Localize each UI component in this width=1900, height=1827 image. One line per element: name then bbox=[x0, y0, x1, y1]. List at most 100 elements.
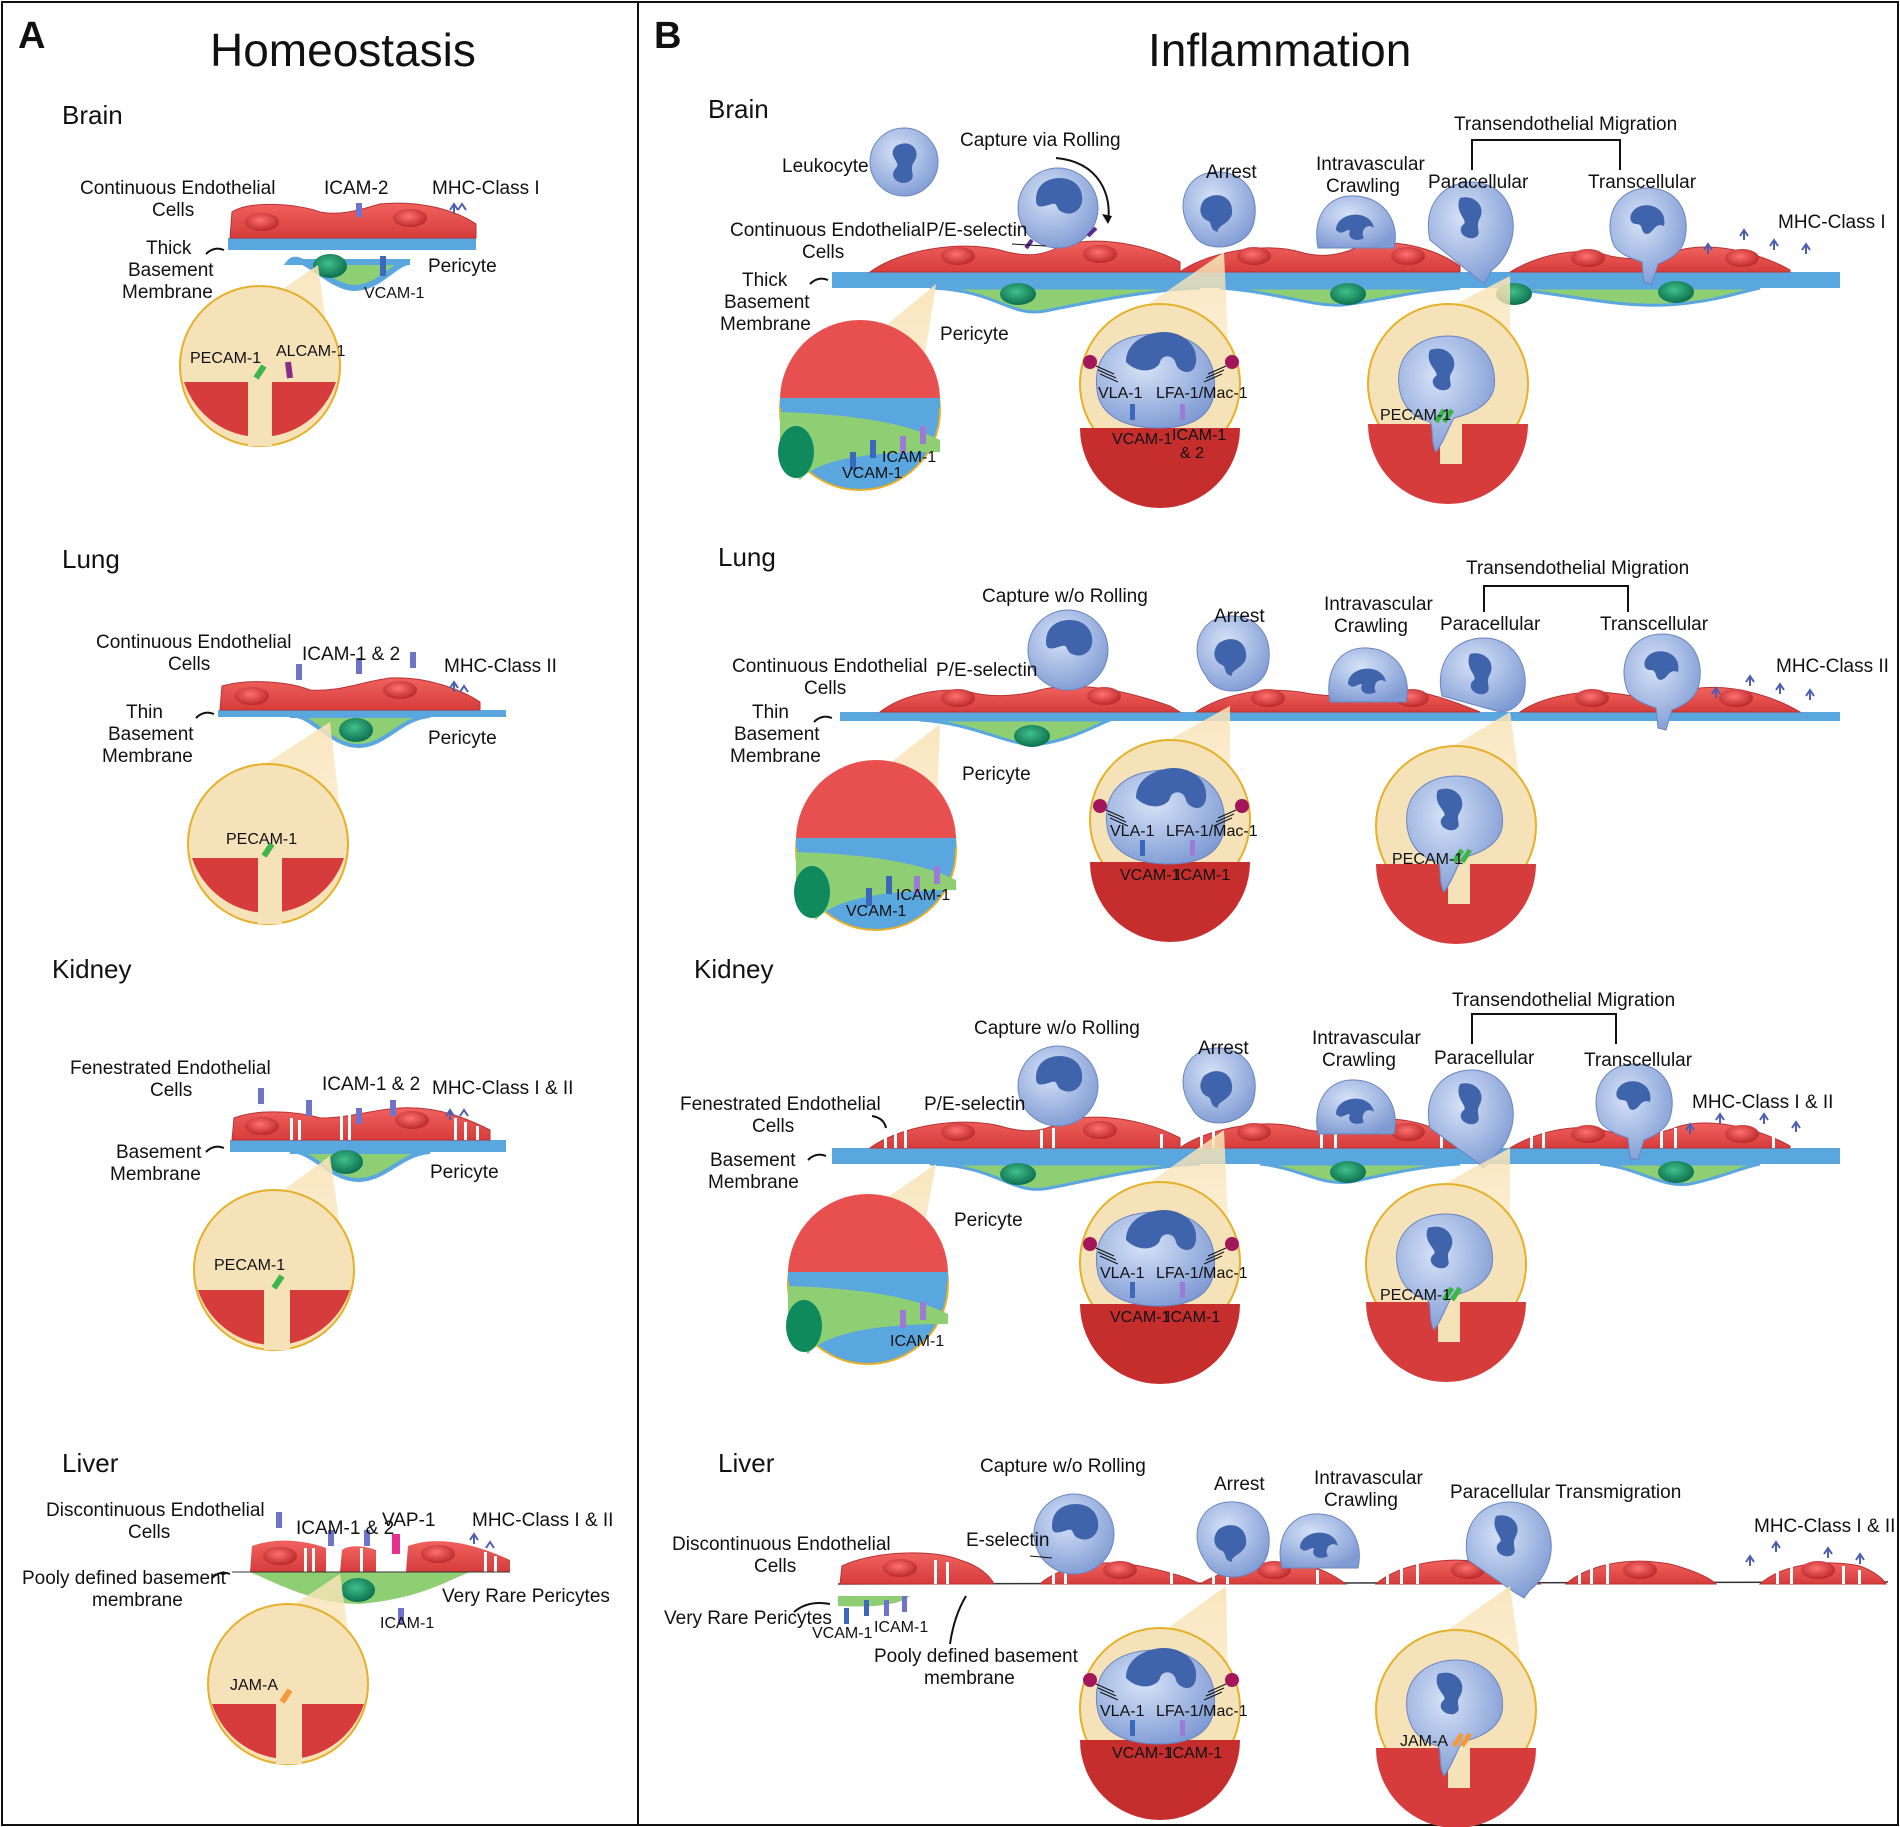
a-lung-membrane-2: Basement bbox=[108, 724, 194, 745]
b-brain-leukocyte-label: Leukocyte bbox=[782, 156, 869, 177]
b-lung-cells-1: Continuous Endothelial bbox=[732, 656, 927, 677]
b-lung-zoom-lfa: LFA-1/Mac-1 bbox=[1166, 823, 1258, 840]
b-kidney-vessel bbox=[832, 1013, 1840, 1191]
b-lung-vessel bbox=[840, 585, 1840, 747]
b-brain-zoom-right bbox=[1367, 303, 1529, 504]
b-kidney-zoom-vcam: VCAM-1 bbox=[1110, 1309, 1171, 1326]
a-liver-zoom bbox=[207, 1603, 369, 1765]
b-brain-selectin: P/E-selectin bbox=[926, 220, 1027, 241]
b-kidney-zoom-left-icam: ICAM-1 bbox=[890, 1333, 944, 1350]
a-liver-membrane-2: membrane bbox=[92, 1590, 183, 1611]
b-lung-leukocyte-arrest bbox=[1196, 615, 1270, 692]
b-lung-migration: Transendothelial Migration bbox=[1466, 558, 1689, 579]
b-liver-zoom-lfa: LFA-1/Mac-1 bbox=[1156, 1703, 1248, 1720]
b-lung-pericyte: Pericyte bbox=[962, 764, 1031, 785]
a-liver-mhc: MHC-Class I & II bbox=[472, 1510, 613, 1531]
b-liver-step-crawl-2: Crawling bbox=[1324, 1490, 1398, 1511]
b-kidney-mhc: MHC-Class I & II bbox=[1692, 1092, 1833, 1113]
b-heading-kidney: Kidney bbox=[694, 954, 774, 984]
b-kidney-step-trans: Transcellular bbox=[1584, 1050, 1693, 1071]
a-brain-cells-2: Cells bbox=[152, 200, 194, 221]
b-brain-zoom-left-vcam: VCAM-1 bbox=[842, 465, 903, 482]
b-liver-step-arrest: Arrest bbox=[1214, 1474, 1265, 1495]
a-brain-cells-1: Continuous Endothelial bbox=[80, 178, 275, 199]
b-liver-zoom-vcam: VCAM-1 bbox=[1112, 1745, 1173, 1762]
panel-a-title: Homeostasis bbox=[210, 24, 476, 76]
a-kidney-mhc: MHC-Class I & II bbox=[432, 1078, 573, 1099]
b-kidney-leukocyte-crawl bbox=[1316, 1079, 1396, 1135]
b-kidney-pericyte: Pericyte bbox=[954, 1210, 1023, 1231]
b-brain-zoom-icam: ICAM-1 bbox=[1172, 427, 1226, 444]
b-lung-step-crawl-1: Intravascular bbox=[1324, 594, 1433, 615]
b-brain-step-capture: Capture via Rolling bbox=[960, 130, 1121, 151]
b-liver-leukocyte-para bbox=[1465, 1501, 1552, 1599]
a-lung-zoom-pecam: PECAM-1 bbox=[226, 831, 297, 848]
a-brain-mhc: MHC-Class I bbox=[432, 178, 540, 199]
b-lung-membrane-3: Membrane bbox=[730, 746, 821, 767]
b-liver-zoom-icam: ICAM-1 bbox=[1168, 1745, 1222, 1762]
a-kidney-vessel bbox=[230, 1088, 506, 1183]
b-brain-step-para: Paracellular bbox=[1428, 172, 1529, 193]
a-heading-brain: Brain bbox=[62, 100, 123, 130]
a-heading-kidney: Kidney bbox=[52, 954, 132, 984]
b-lung-mhc: MHC-Class II bbox=[1776, 656, 1889, 677]
b-lung-membrane-2: Basement bbox=[734, 724, 820, 745]
b-lung-cells-2: Cells bbox=[804, 678, 846, 699]
b-brain-zoom-icam2: & 2 bbox=[1180, 445, 1204, 462]
b-brain-zoom-left-icam: ICAM-1 bbox=[882, 449, 936, 466]
b-kidney-leukocyte-capture bbox=[1017, 1045, 1099, 1127]
b-lung-leukocyte-crawl bbox=[1328, 647, 1408, 703]
b-liver-leukocyte-arrest bbox=[1196, 1501, 1270, 1578]
b-brain-leukocyte-rolling bbox=[1017, 167, 1099, 250]
b-brain-membrane-2: Basement bbox=[724, 292, 810, 313]
a-heading-lung: Lung bbox=[62, 544, 120, 574]
a-lung-mhc: MHC-Class II bbox=[444, 656, 557, 677]
b-kidney-zoom-right bbox=[1365, 1183, 1527, 1382]
b-lung-zoom-right bbox=[1375, 745, 1537, 944]
b-lung-leukocyte-trans bbox=[1623, 633, 1701, 731]
a-lung-cells-2: Cells bbox=[168, 654, 210, 675]
b-lung-selectin: P/E-selectin bbox=[936, 660, 1037, 681]
b-brain-pericyte: Pericyte bbox=[940, 324, 1009, 345]
a-brain-vessel bbox=[228, 202, 477, 292]
b-lung-zoom-left-icam: ICAM-1 bbox=[896, 887, 950, 904]
b-lung-zoom-vcam: VCAM-1 bbox=[1120, 867, 1181, 884]
b-lung-migration-bracket bbox=[1483, 585, 1629, 612]
b-liver-step-capture: Capture w/o Rolling bbox=[980, 1456, 1146, 1477]
a-kidney-icam: ICAM-1 & 2 bbox=[322, 1074, 420, 1095]
a-kidney-zoom bbox=[193, 1189, 355, 1351]
b-kidney-zoom-lfa: LFA-1/Mac-1 bbox=[1156, 1265, 1248, 1282]
b-brain-leukocyte-paracellular bbox=[1427, 181, 1514, 285]
a-kidney-arrow bbox=[205, 1145, 225, 1153]
b-lung-zoom-mid bbox=[1089, 739, 1251, 942]
b-liver-leukocyte-crawl bbox=[1279, 1513, 1360, 1569]
a-liver-pericyte: Very Rare Pericytes bbox=[442, 1586, 610, 1607]
a-liver-zoom-jam: JAM-A bbox=[230, 1677, 278, 1694]
b-kidney-cells-2: Cells bbox=[752, 1116, 794, 1137]
b-liver-zoom-jam: JAM-A bbox=[1400, 1733, 1448, 1750]
b-kidney-leukocyte-para bbox=[1427, 1069, 1514, 1169]
b-liver-step-para: Paracellular Transmigration bbox=[1450, 1482, 1681, 1503]
b-lung-zoom-pecam: PECAM-1 bbox=[1392, 851, 1463, 868]
b-brain-step-arrest: Arrest bbox=[1206, 162, 1257, 183]
b-brain-zoom-left bbox=[778, 320, 941, 491]
b-kidney-step-crawl-2: Crawling bbox=[1322, 1050, 1396, 1071]
a-liver-icam: ICAM-1 & 2 bbox=[296, 1518, 394, 1539]
b-liver-zoom-right bbox=[1375, 1629, 1537, 1827]
b-liver-zoom-mid bbox=[1079, 1627, 1241, 1820]
b-kidney-membrane-2: Membrane bbox=[708, 1172, 799, 1193]
b-liver-pericyte: Very Rare Pericytes bbox=[664, 1608, 832, 1629]
a-kidney-zoom-pecam: PECAM-1 bbox=[214, 1257, 285, 1274]
b-liver-leukocyte-capture bbox=[1033, 1493, 1115, 1575]
b-liver-step-crawl-1: Intravascular bbox=[1314, 1468, 1423, 1489]
a-lung-vessel bbox=[218, 652, 506, 749]
a-lung-membrane-1: Thin bbox=[126, 702, 163, 723]
panel-b-letter: B bbox=[654, 15, 681, 57]
b-brain-membrane-1: Thick bbox=[742, 270, 788, 291]
b-lung-step-para: Paracellular bbox=[1440, 614, 1541, 635]
b-lung-step-arrest: Arrest bbox=[1214, 606, 1265, 627]
b-kidney-zoom-vla: VLA-1 bbox=[1100, 1265, 1145, 1282]
a-liver-vessel bbox=[232, 1512, 510, 1624]
a-kidney-pericyte: Pericyte bbox=[430, 1162, 499, 1183]
